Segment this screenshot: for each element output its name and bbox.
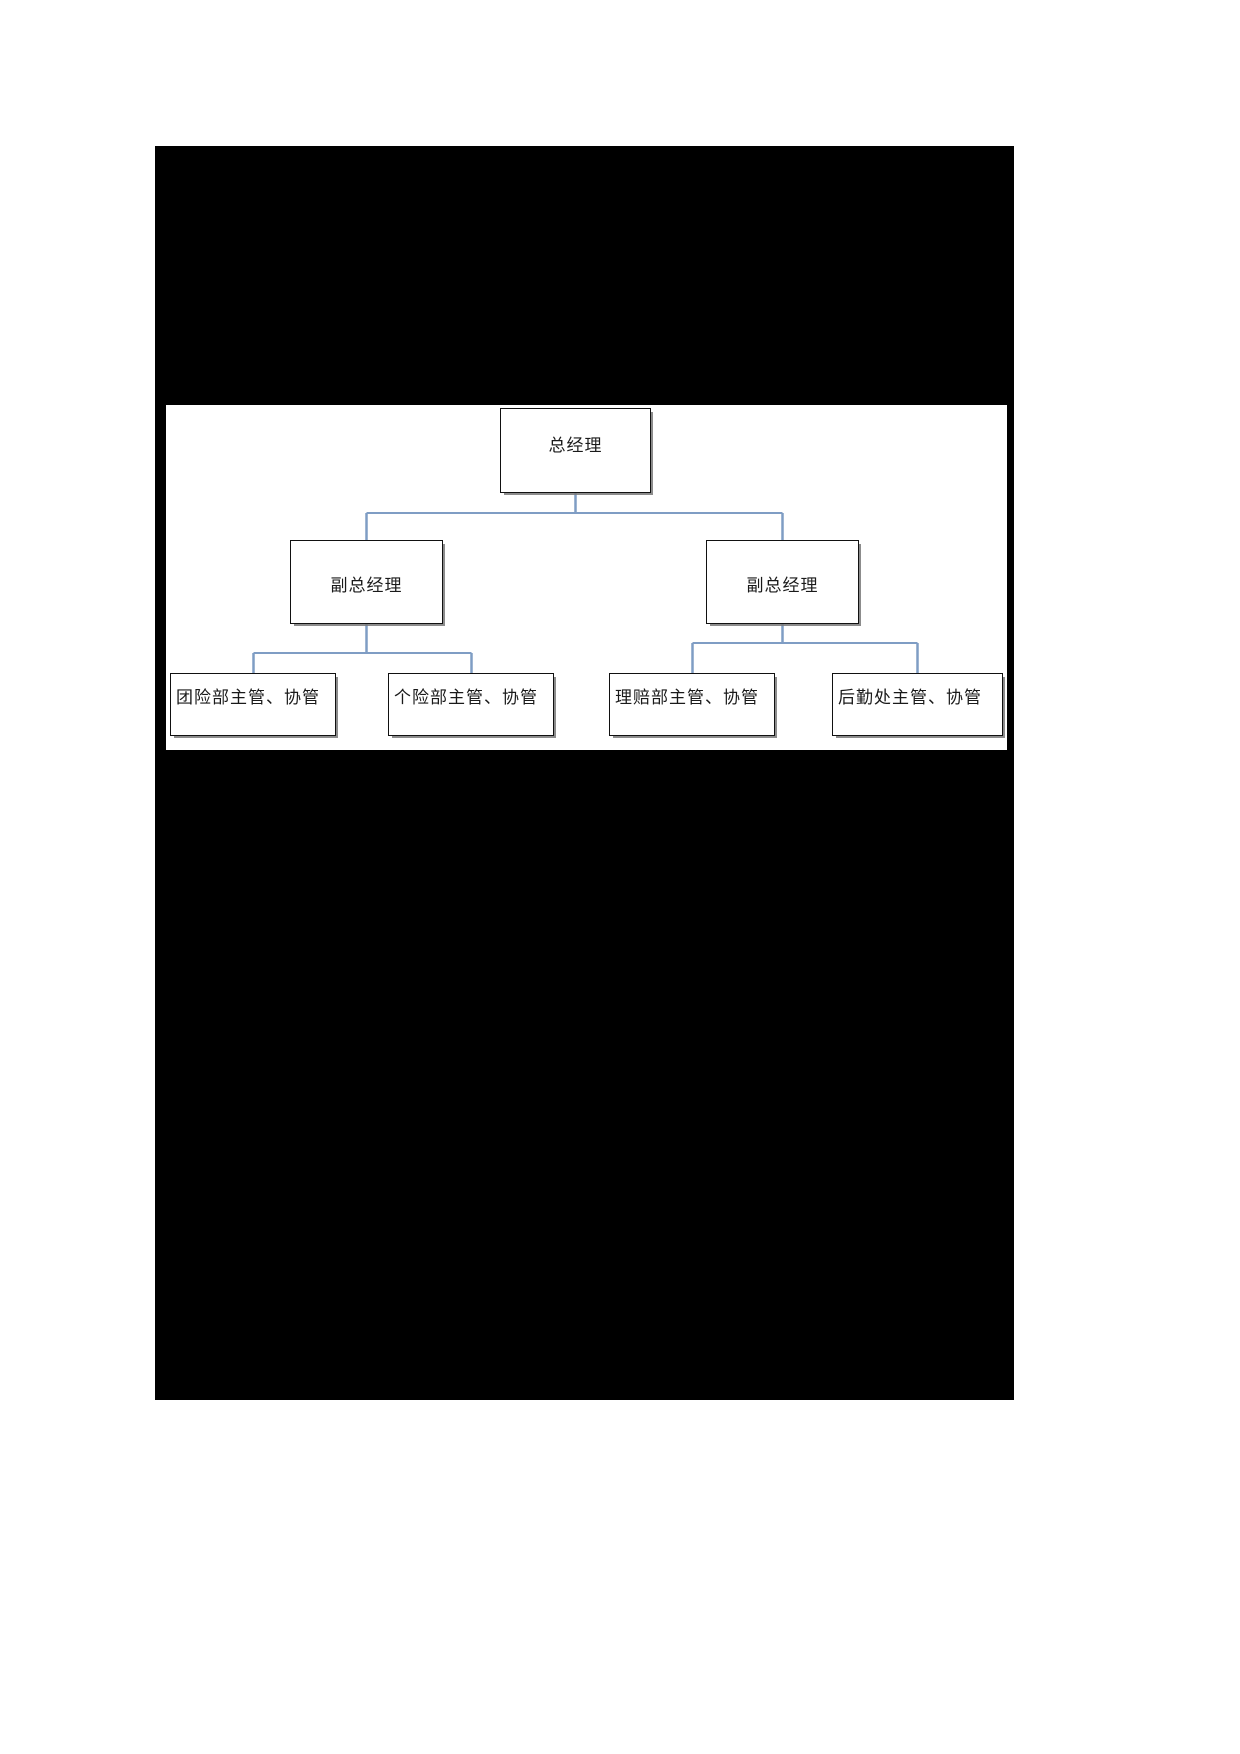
node-label: 后勤处主管、协管 [838, 688, 982, 707]
org-chart-panel: 总经理 副总经理 副总经理 团险部主管、协管 个险部主管、协管 理赔部主管、协管… [166, 405, 1007, 750]
node-individual-insurance-dept[interactable]: 个险部主管、协管 [388, 673, 554, 736]
node-claims-dept[interactable]: 理赔部主管、协管 [609, 673, 775, 736]
node-label: 副总经理 [330, 576, 403, 595]
node-label: 总经理 [548, 436, 603, 455]
black-content-block [155, 146, 1014, 1400]
node-deputy-general-manager-right[interactable]: 副总经理 [706, 540, 859, 624]
node-general-manager[interactable]: 总经理 [500, 408, 651, 493]
node-deputy-general-manager-left[interactable]: 副总经理 [290, 540, 443, 624]
node-group-insurance-dept[interactable]: 团险部主管、协管 [170, 673, 336, 736]
node-label: 理赔部主管、协管 [615, 688, 759, 707]
node-label: 个险部主管、协管 [394, 688, 538, 707]
node-logistics-office[interactable]: 后勤处主管、协管 [832, 673, 1003, 736]
node-label: 团险部主管、协管 [176, 688, 320, 707]
node-label: 副总经理 [746, 576, 819, 595]
